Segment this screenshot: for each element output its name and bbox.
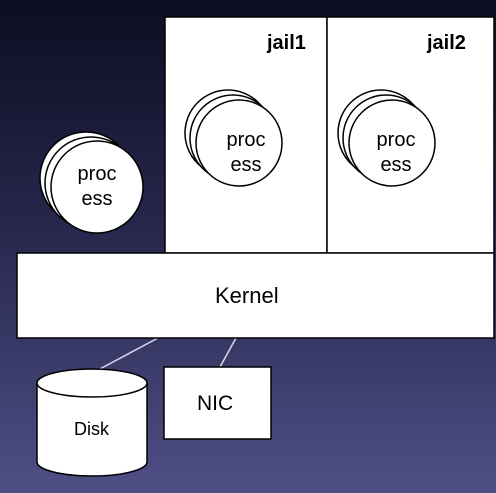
- jail2-process-label: proc ess: [356, 128, 436, 178]
- kernel-disk-connector: [97, 337, 159, 371]
- jail2-process-label-line1: proc: [376, 129, 416, 151]
- jail2-title: jail2: [427, 32, 466, 54]
- host-process-stack: [39, 131, 144, 234]
- kernel-label: Kernel: [215, 283, 279, 308]
- nic-box: [163, 366, 272, 440]
- disk-label: Disk: [74, 419, 109, 439]
- kernel-box: [16, 252, 495, 339]
- jail2-process-label-line2: ess: [380, 154, 412, 176]
- jail1-process-label: proc ess: [206, 128, 286, 178]
- kernel-nic-connector: [219, 337, 237, 368]
- host-process-label-line1: proc: [77, 163, 117, 185]
- jail1-title: jail1: [267, 32, 306, 54]
- host-process-label-line2: ess: [81, 188, 113, 210]
- nic-label: NIC: [197, 392, 234, 415]
- jail1-process-label-line2: ess: [230, 154, 262, 176]
- jail2-process-stack: [337, 89, 436, 187]
- jail1-process-label-line1: proc: [226, 129, 266, 151]
- jail1-process-stack: [184, 89, 283, 187]
- host-process-label: proc ess: [57, 162, 137, 212]
- disk-cylinder: [36, 368, 148, 477]
